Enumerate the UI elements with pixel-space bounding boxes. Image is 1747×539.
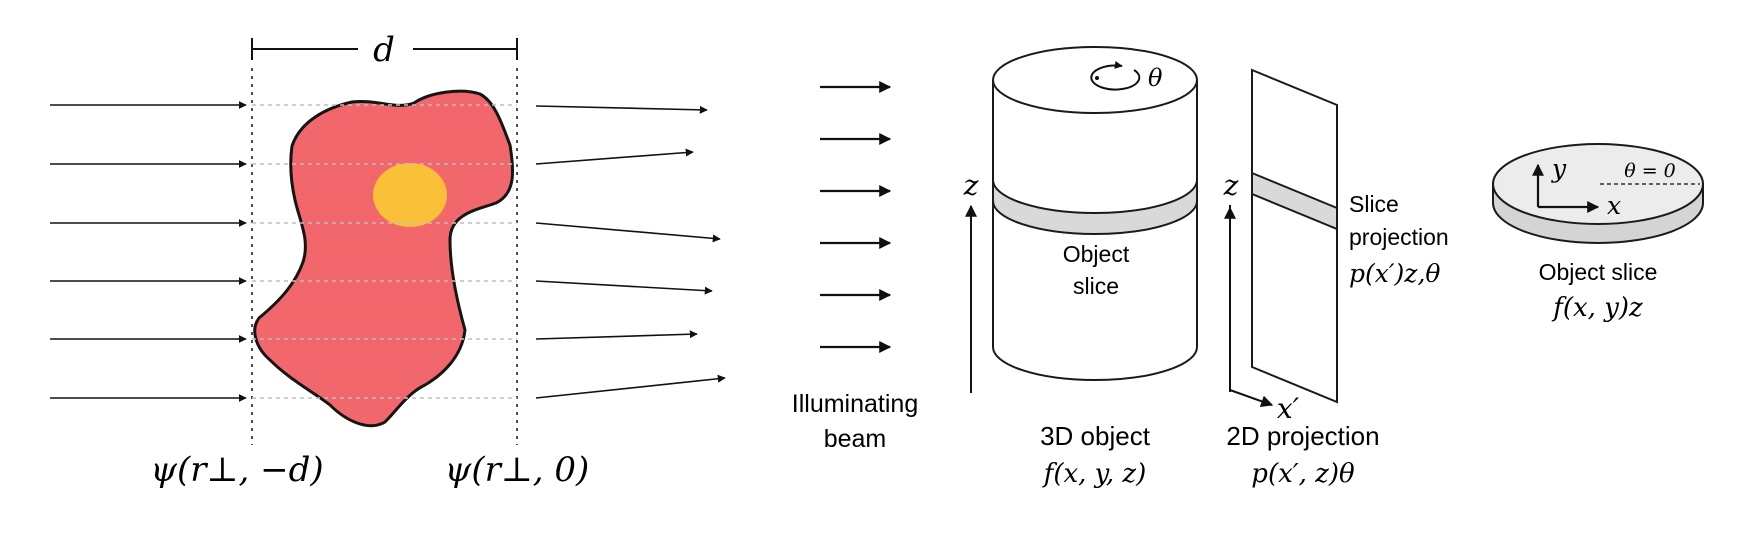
rotation-axis-dot [1095,76,1099,80]
slice-disc-top [1492,143,1704,225]
object-formula: f(x, y, z) [1042,459,1147,489]
panel-b-tomography: Illuminating beam θ Object slice z 3D ob… [792,46,1449,489]
outgoing-ray [535,222,721,243]
projection-x-prime-axis [1229,389,1274,408]
width-label: d [373,30,395,70]
panel-a-propagation: d [50,30,726,490]
object-slice-label-line1: Object [1063,241,1130,267]
projection-title: 2D projection [1226,421,1379,451]
object-slice-label-line2: slice [1073,273,1119,299]
x-prime-axis-label: x′ [1277,392,1300,425]
beam-label-line2: beam [824,425,887,453]
cylinder-top [992,46,1198,114]
slice-x-axis-label: x [1607,191,1621,220]
outgoing-ray [535,330,698,340]
slice-projection-label-line2: projection [1349,224,1449,250]
output-field-label: ψ(r⊥, 0) [445,450,590,490]
slice-projection-formula: p(x′)z,θ [1349,259,1440,288]
object-title: 3D object [1040,421,1151,451]
projection-plane [1251,68,1338,404]
projection-z-axis-label: z [1223,169,1239,202]
slice-projection-label-line1: Slice [1349,191,1399,217]
object-formula-text: f(x, y, z) [1042,459,1147,489]
outgoing-ray [535,148,694,165]
slice-y-axis-label: y [1551,154,1567,183]
object-z-axis-label: z [963,169,979,202]
theta-zero-label: θ = 0 [1624,160,1676,182]
sample-inclusion [373,163,447,227]
width-bracket [251,38,518,60]
rotation-label: θ [1148,64,1163,92]
object-slice-formula: f(x, y)z [1551,293,1643,323]
object-cylinder: θ [992,46,1198,381]
beam-arrows [820,81,892,353]
outgoing-ray [535,280,713,295]
beam-label-line1: Illuminating [792,390,918,418]
projection-formula: p(x′, z)θ [1251,459,1355,489]
object-slice-band [992,179,1198,235]
outgoing-ray [535,105,708,114]
outgoing-ray [535,374,726,399]
object-slice-title: Object slice [1539,259,1658,285]
rotation-arrow-icon [1090,61,1141,91]
slice-projection-band [1251,171,1338,231]
panel-c-object-slice: θ = 0 y x Object slice f(x, y)z [1492,143,1704,323]
sample-blob [253,89,515,428]
outgoing-rays [535,105,726,399]
incoming-rays [50,101,247,402]
input-field-label: ψ(r⊥, −d) [150,450,323,490]
